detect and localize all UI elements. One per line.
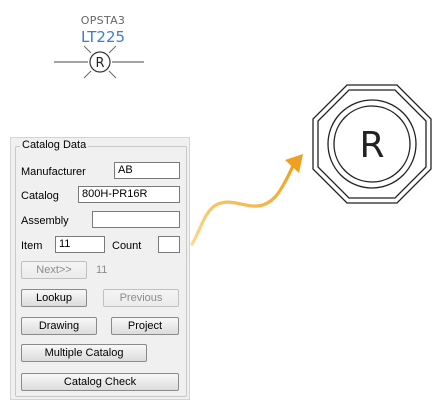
item-field[interactable]: 11 xyxy=(55,236,105,253)
count-field[interactable] xyxy=(158,236,180,253)
catalog-data-group xyxy=(15,146,187,397)
symbol-location-label: LT225 xyxy=(80,28,126,46)
manufacturer-field[interactable]: AB xyxy=(114,162,180,179)
next-button[interactable]: Next>> xyxy=(21,261,87,279)
drawing-button[interactable]: Drawing xyxy=(21,317,97,335)
assembly-label: Assembly xyxy=(21,215,69,227)
symbol-tag-label: OPSTA3 xyxy=(80,14,126,27)
previous-button[interactable]: Previous xyxy=(103,289,179,307)
catalog-field[interactable]: 800H-PR16R xyxy=(78,186,180,203)
assembly-field[interactable] xyxy=(92,211,180,228)
large-symbol-letter: R xyxy=(359,125,384,166)
catalog-data-title: Catalog Data xyxy=(20,139,89,151)
manufacturer-label: Manufacturer xyxy=(21,166,86,178)
multiple-catalog-button[interactable]: Multiple Catalog xyxy=(21,344,147,362)
catalog-data-panel: Catalog Data Manufacturer AB Catalog 800… xyxy=(10,137,190,400)
lookup-button[interactable]: Lookup xyxy=(21,289,87,307)
next-item-number: 11 xyxy=(96,264,108,276)
symbol-letter: R xyxy=(95,56,104,71)
catalog-check-button[interactable]: Catalog Check xyxy=(21,373,179,391)
catalog-label: Catalog xyxy=(21,190,59,202)
item-label: Item xyxy=(21,240,43,252)
orange-arrow-icon xyxy=(190,154,303,246)
count-label: Count xyxy=(112,240,142,252)
large-pushbutton-symbol: R xyxy=(312,84,432,204)
project-button[interactable]: Project xyxy=(111,317,179,335)
pilot-light-symbol: R xyxy=(54,45,144,79)
